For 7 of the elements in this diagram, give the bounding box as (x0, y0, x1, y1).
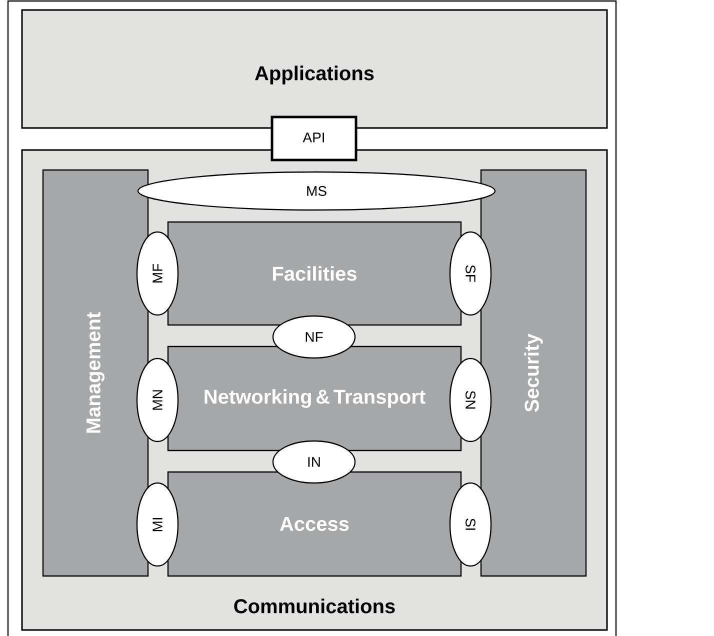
layer-box: Networking & Transport (167, 346, 462, 452)
vertical-layer-box: Management (42, 169, 149, 577)
vertical-layer-box: Security (480, 169, 587, 577)
layer-box: Facilities (167, 221, 462, 326)
layer-box: Access (167, 471, 462, 577)
layer-box: Applications (21, 9, 608, 129)
interface-box: API (270, 116, 358, 162)
